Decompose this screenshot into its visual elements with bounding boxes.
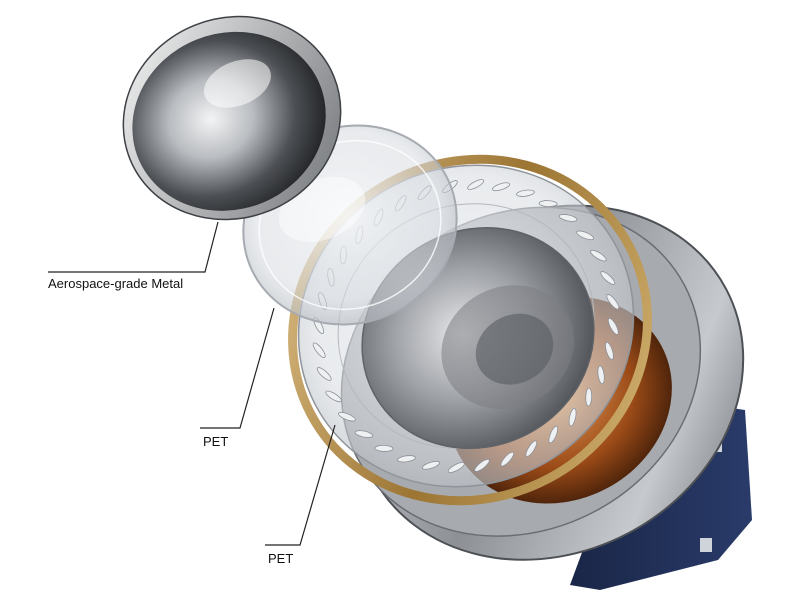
surround-leaf bbox=[585, 387, 593, 407]
surround-leaf bbox=[447, 462, 465, 473]
leader-line-pet-top bbox=[200, 307, 275, 429]
surround-leaf bbox=[325, 390, 342, 403]
label-aerospace-grade-metal: Aerospace-grade Metal bbox=[48, 276, 184, 291]
label-pet-ring: PET bbox=[268, 551, 294, 566]
surround-leaf bbox=[467, 179, 485, 190]
surround-leaf bbox=[538, 200, 558, 208]
surround-leaf bbox=[600, 271, 616, 285]
surround-leaf bbox=[500, 451, 515, 467]
surround-leaf bbox=[397, 455, 416, 463]
surround-leaf bbox=[576, 230, 594, 241]
surround-leaf bbox=[516, 189, 535, 197]
surround-leaf bbox=[338, 411, 356, 422]
surround-leaf bbox=[354, 430, 374, 438]
leader-line-pet-ring bbox=[265, 424, 336, 546]
surround-leaf bbox=[312, 342, 326, 358]
leader-lines bbox=[48, 221, 336, 546]
leader-line-metal bbox=[48, 221, 219, 273]
surround-leaf bbox=[474, 458, 490, 472]
surround-leaf bbox=[421, 460, 440, 470]
surround-leaf bbox=[492, 182, 511, 192]
surround-leaf bbox=[525, 440, 538, 457]
surround-leaf bbox=[597, 365, 605, 385]
surround-leaf bbox=[316, 367, 332, 381]
surround-leaf bbox=[605, 341, 614, 360]
surround-leaf bbox=[606, 294, 620, 310]
surround-leaf bbox=[568, 407, 577, 427]
label-pet-top: PET bbox=[203, 434, 229, 449]
surround-leaf bbox=[548, 425, 559, 444]
surround-leaf bbox=[607, 317, 619, 335]
surround-leaf bbox=[558, 214, 578, 222]
surround-leaf bbox=[590, 249, 607, 262]
surround-leaf bbox=[374, 444, 394, 452]
metal-dome bbox=[122, 15, 342, 221]
